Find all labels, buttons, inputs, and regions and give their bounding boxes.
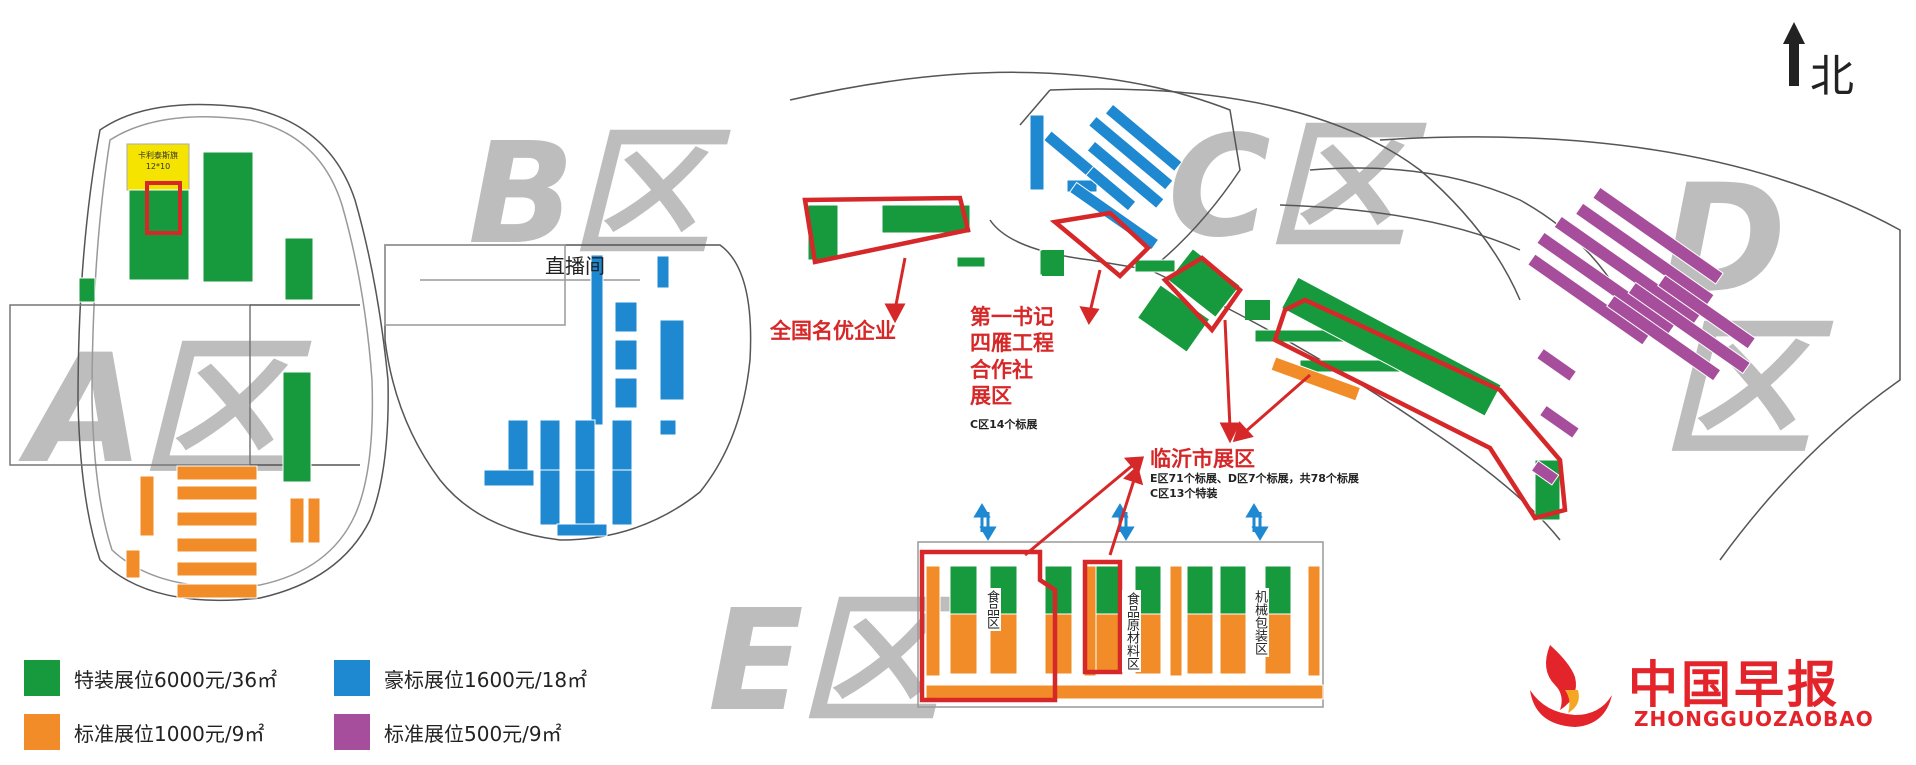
legend-swatch-special (24, 660, 60, 696)
north-label: 北 (1810, 51, 1854, 102)
legend-swatch-standard-1000 (24, 714, 60, 750)
annotation-secretary-note: C区14个标展 (970, 418, 1038, 431)
legend-label-standard-500: 标准展位500元/9㎡ (384, 721, 562, 746)
north-arrow-shaft (1789, 42, 1799, 86)
zone-label-a: A区 (28, 323, 290, 497)
north-arrow-icon (1783, 22, 1805, 44)
highlight-food (919, 549, 1058, 703)
annotation-linyi-title: 临沂市展区 (1150, 447, 1255, 471)
highlight-raw (1082, 559, 1123, 675)
legend-label-standard-1000: 标准展位1000元/9㎡ (74, 721, 265, 746)
highlight-secretary (1049, 210, 1152, 280)
legend-swatch-standard-500 (334, 714, 370, 750)
legend-item-special: 特装展位6000元/36㎡ (24, 660, 277, 696)
b-zone-outline (384, 244, 752, 541)
a-zone-corridor (9, 304, 251, 466)
legend-label-deluxe: 豪标展位1600元/18㎡ (384, 667, 588, 692)
legend-item-standard-500: 标准展位500元/9㎡ (334, 714, 562, 750)
zone-label-e: E区 (708, 580, 940, 743)
zone-label-b: B区 (468, 113, 711, 276)
legend-label-special: 特装展位6000元/36㎡ (74, 667, 278, 692)
highlight-famous (802, 195, 971, 265)
e-zone-raw-label: 食品原材料区 (1122, 590, 1141, 672)
e-zone-machinery-label: 机械包装区 (1250, 588, 1269, 657)
a-zone-outline (77, 103, 389, 602)
zone-label-c: C区 (1168, 106, 1407, 269)
logo-flame-icon (1530, 645, 1612, 727)
c-zone-outline (789, 71, 1241, 271)
logo-text-cn: 中国早报 (1628, 656, 1840, 714)
annotation-linyi-notes: E区71个标展、D区7个标展，共78个标展 C区13个特装 (1150, 472, 1359, 500)
logo-text-en: ZHONGGUOZAOBAO (1634, 707, 1874, 731)
e-zone-frame (917, 541, 1324, 708)
annotation-famous: 全国名优企业 (770, 319, 896, 343)
b-live-room-label: 直播间 (545, 254, 605, 278)
e-zone-food-label: 食品区 (982, 588, 1001, 631)
highlight-c-green (1161, 255, 1244, 334)
a-yellow-box-label: 卡利泰斯旗 12*10 (138, 151, 178, 172)
legend-item-deluxe: 豪标展位1600元/18㎡ (334, 660, 587, 696)
annotation-secretary: 第一书记 四雁工程 合作社 展区 (970, 305, 1054, 408)
legend-swatch-deluxe (334, 660, 370, 696)
legend-item-standard-1000: 标准展位1000元/9㎡ (24, 714, 264, 750)
highlight-linyi (1272, 297, 1568, 521)
